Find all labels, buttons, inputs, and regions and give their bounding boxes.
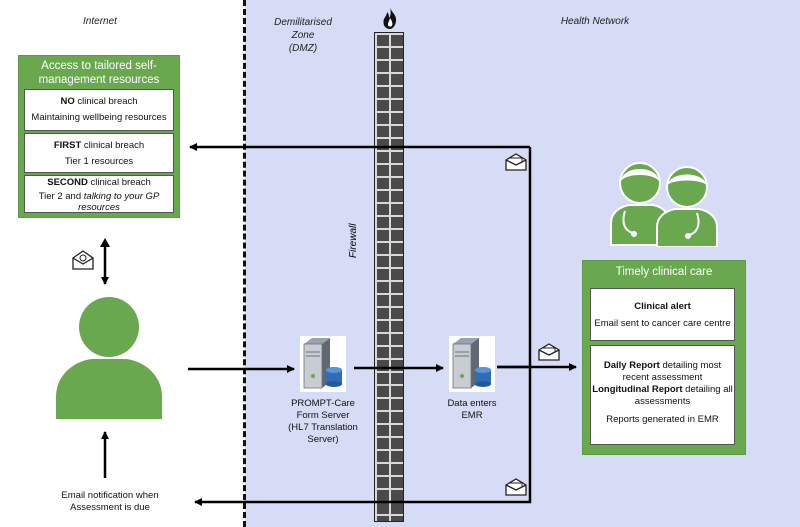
second-breach-resources-line-3: resources bbox=[78, 202, 120, 213]
second-breach-level: SECOND bbox=[47, 177, 88, 188]
person-icon bbox=[56, 297, 162, 419]
second-breach-box: SECOND clinical breach Tier 2 and talkin… bbox=[24, 175, 174, 213]
form-server-line-3: (HL7 Translation bbox=[288, 422, 358, 433]
notification-line-1: Email notification when bbox=[61, 490, 159, 501]
firewall-wall bbox=[374, 32, 404, 522]
form-server-line-2: Form Server bbox=[296, 410, 350, 421]
internet-label: Internet bbox=[83, 16, 117, 27]
no-breach-text: clinical breach bbox=[74, 96, 138, 107]
no-breach-resources: Maintaining wellbeing resources bbox=[31, 112, 167, 123]
emr-caption: Data enters EMR bbox=[432, 398, 512, 422]
daily-report-title: Daily Report bbox=[603, 360, 660, 371]
reports-generated-text: Reports generated in EMR bbox=[606, 414, 719, 425]
no-breach-level: NO bbox=[60, 96, 75, 107]
form-server-caption: PROMPT-Care Form Server (HL7 Translation… bbox=[268, 398, 378, 446]
longitudinal-report-text-2: assessments bbox=[634, 396, 691, 407]
clinical-care-title: Timely clinical care bbox=[615, 266, 713, 278]
daily-report-text-2: recent assessment bbox=[622, 372, 703, 383]
form-server-line-1: PROMPT-Care bbox=[291, 398, 355, 409]
clinicians-icon bbox=[610, 162, 718, 247]
self-management-title-line-2: management resources bbox=[38, 74, 160, 86]
reminder-arrow bbox=[194, 365, 532, 506]
server-icon bbox=[449, 336, 495, 392]
server-icon bbox=[300, 336, 346, 392]
envelope-icon bbox=[538, 343, 560, 361]
envelope-icon bbox=[505, 478, 527, 496]
second-breach-text: clinical breach bbox=[87, 177, 151, 188]
clinical-alert-body: Email sent to cancer care centre bbox=[594, 318, 731, 329]
flame-icon bbox=[383, 7, 397, 29]
health-network-label: Health Network bbox=[560, 16, 630, 27]
self-management-title: Access to tailored self- management reso… bbox=[19, 59, 179, 87]
first-breach-resources: Tier 1 resources bbox=[64, 156, 134, 167]
longitudinal-report-title: Longitudinal Report bbox=[592, 384, 683, 395]
longitudinal-report-text: detailing all bbox=[682, 384, 733, 395]
envelope-icon bbox=[72, 250, 94, 270]
first-breach-text: clinical breach bbox=[81, 140, 145, 151]
dmz-label-line-3: (DMZ) bbox=[288, 43, 318, 54]
emr-line-2: EMR bbox=[461, 410, 483, 421]
daily-report-text: detailing most bbox=[659, 360, 722, 371]
clinical-alert-box: Clinical alert Email sent to cancer care… bbox=[590, 288, 735, 341]
dmz-label: Demilitarised Zone (DMZ) bbox=[268, 16, 338, 55]
dmz-label-line-2: Zone bbox=[291, 30, 315, 41]
first-breach-level: FIRST bbox=[53, 140, 82, 151]
notification-line-2: Assessment is due bbox=[70, 502, 150, 513]
clinical-alert-title: Clinical alert bbox=[634, 301, 691, 312]
first-breach-box: FIRST clinical breach Tier 1 resources bbox=[24, 133, 174, 173]
self-management-title-line-1: Access to tailored self- bbox=[41, 60, 157, 72]
email-notification-caption: Email notification when Assessment is du… bbox=[40, 490, 180, 514]
emr-line-1: Data enters bbox=[447, 398, 497, 409]
envelope-icon bbox=[505, 153, 527, 171]
no-breach-box: NO clinical breach Maintaining wellbeing… bbox=[24, 89, 174, 131]
form-server-line-4: Server) bbox=[307, 434, 339, 445]
second-breach-resources: Tier 2 and bbox=[38, 190, 84, 202]
internet-divider bbox=[243, 0, 246, 527]
reports-box: Daily Report detailing most recent asses… bbox=[590, 345, 735, 445]
second-breach-gp-text: talking to your GP bbox=[83, 190, 160, 202]
dmz-label-line-1: Demilitarised bbox=[274, 17, 332, 28]
